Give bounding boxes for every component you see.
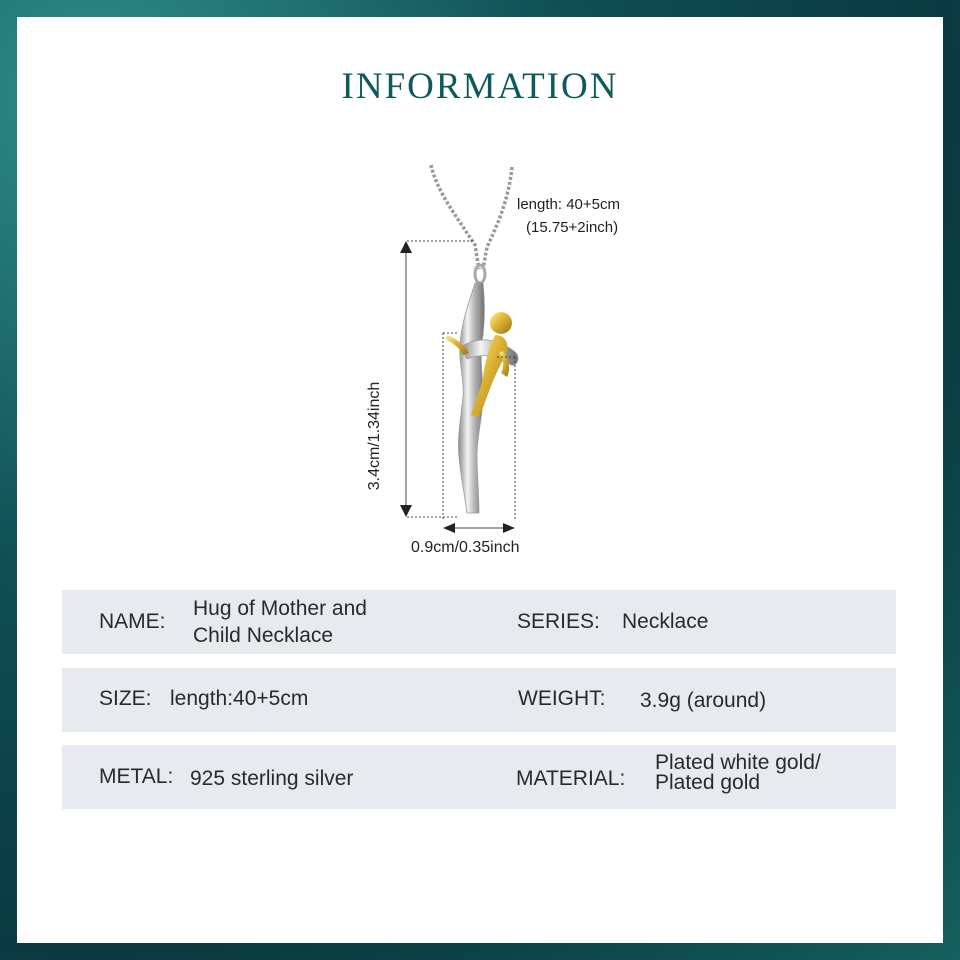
- weight-value: 3.9g (around): [640, 689, 767, 712]
- metal-label: METAL:: [99, 765, 174, 788]
- name-value-line2: Child Necklace: [193, 624, 334, 647]
- name-label: NAME:: [99, 610, 166, 633]
- spec-row-name-series: NAME: Hug of Mother and Child Necklace S…: [62, 590, 896, 654]
- child-head: [490, 312, 512, 334]
- chain-right: [481, 166, 514, 270]
- pendant-height-label: 3.4cm/1.34inch: [366, 381, 383, 491]
- name-value-line1: Hug of Mother and: [193, 597, 367, 620]
- child-body: [471, 335, 508, 417]
- spec-row-metal-material: METAL: 925 sterling silver MATERIAL: Pla…: [62, 745, 896, 809]
- series-value: Necklace: [622, 610, 709, 633]
- necklace-illustration: [400, 164, 519, 533]
- material-value-line2: Plated gold: [655, 771, 761, 794]
- pendant-width-label: 0.9cm/0.35inch: [411, 539, 520, 556]
- chain-length-inch-label: (15.75+2inch): [526, 219, 619, 236]
- metal-value: 925 sterling silver: [190, 767, 354, 790]
- weight-label: WEIGHT:: [518, 687, 606, 710]
- series-label: SERIES:: [517, 610, 600, 633]
- size-value: length:40+5cm: [170, 687, 309, 710]
- size-label: SIZE:: [99, 687, 152, 710]
- chain-length-label: length: 40+5cm: [517, 196, 620, 213]
- page-title: INFORMATION: [341, 66, 619, 107]
- spec-row-size-weight: SIZE: length:40+5cm WEIGHT: 3.9g (around…: [62, 668, 896, 732]
- chain-left: [429, 164, 481, 270]
- content-frame: INFORMATION: [17, 17, 943, 943]
- material-label: MATERIAL:: [516, 767, 626, 790]
- material-value-line1: Plated white gold/: [655, 751, 821, 774]
- width-dimension: [442, 332, 516, 529]
- height-dimension: [405, 240, 475, 518]
